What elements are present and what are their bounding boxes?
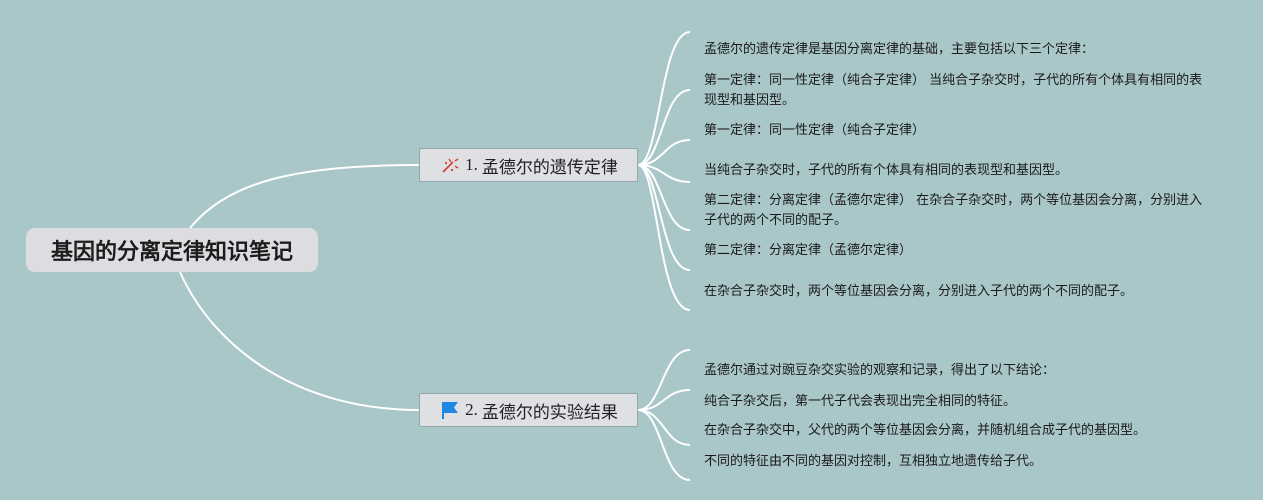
connector-b1-leaf-5	[637, 164, 691, 231]
leaf-topic[interactable]: 孟德尔的遗传定律是基因分离定律的基础，主要包括以下三个定律：	[704, 42, 1095, 57]
connector-root-branch-2	[179, 271, 420, 411]
root-title: 基因的分离定律知识笔记	[50, 240, 293, 265]
leaf-topic[interactable]: 在杂合子杂交时，两个等位基因会分离，分别进入子代的两个不同的配子。	[704, 284, 1134, 299]
connector-b2-leaf-2	[637, 389, 691, 411]
connector-b1-leaf-1	[637, 31, 691, 166]
connector-b2-leaf-3	[637, 409, 691, 446]
connector-b1-leaf-4	[637, 164, 691, 183]
branch-number: 2.	[465, 400, 478, 419]
root-topic[interactable]: 基因的分离定律知识笔记	[26, 228, 318, 272]
connector-b1-leaf-3	[637, 139, 691, 166]
connector-b1-leaf-7	[637, 164, 691, 311]
branch-label: 孟德尔的遗传定律	[481, 157, 618, 178]
connector-b2-leaf-4	[637, 409, 691, 481]
connector-root-branch-1	[189, 164, 420, 229]
leaf-topic[interactable]: 纯合子杂交后，第一代子代会表现出完全相同的特征。	[704, 394, 1017, 409]
leaf-topic[interactable]: 当纯合子杂交时，子代的所有个体具有相同的表现型和基因型。	[704, 163, 1069, 178]
branch-label: 孟德尔的实验结果	[481, 402, 618, 423]
branch-number: 1.	[465, 155, 478, 174]
leaf-topic[interactable]: 在杂合子杂交中，父代的两个等位基因会分离，并随机组合成子代的基因型。	[704, 423, 1147, 438]
branch-topic-2[interactable]: 2. 孟德尔的实验结果	[419, 393, 638, 427]
connector-b2-leaf-1	[637, 349, 691, 411]
connector-b1-leaf-6	[637, 164, 691, 271]
fireworks-icon	[439, 154, 461, 176]
leaf-topic[interactable]: 第二定律：分离定律（孟德尔定律）	[704, 243, 913, 258]
leaf-topic[interactable]: 孟德尔通过对豌豆杂交实验的观察和记录，得出了以下结论：	[704, 363, 1056, 378]
leaf-topic[interactable]: 第一定律：同一性定律（纯合子定律）	[704, 123, 926, 138]
branch-topic-1[interactable]: 1. 孟德尔的遗传定律	[419, 148, 638, 182]
connector-b1-leaf-2	[637, 89, 691, 166]
leaf-topic[interactable]: 不同的特征由不同的基因对控制，互相独立地遗传给子代。	[704, 454, 1043, 469]
leaf-topic[interactable]: 第一定律：同一性定律（纯合子定律） 当纯合子杂交时，子代的所有个体具有相同的表现…	[704, 73, 1203, 108]
leaf-topic[interactable]: 第二定律：分离定律（孟德尔定律） 在杂合子杂交时，两个等位基因会分离，分别进入子…	[704, 193, 1203, 228]
blue-flag-icon	[439, 399, 461, 421]
